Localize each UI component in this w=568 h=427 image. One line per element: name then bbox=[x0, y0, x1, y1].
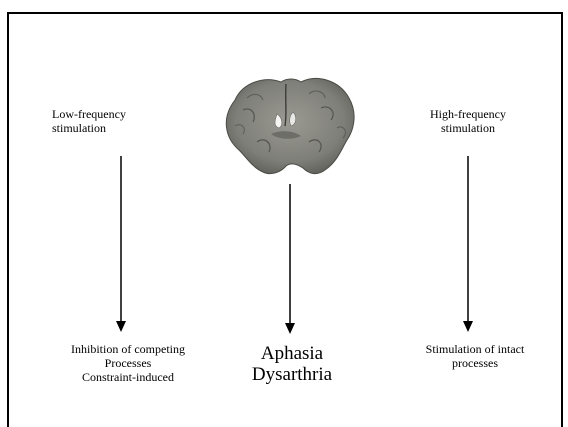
aphasia-dysarthria-label: Aphasia Dysarthria bbox=[232, 343, 352, 385]
center-arrow bbox=[285, 184, 295, 334]
stimulation-intact-label: Stimulation of intact processes bbox=[405, 342, 545, 370]
inhibition-line-2: Processes bbox=[48, 356, 208, 370]
right-arrow bbox=[463, 156, 473, 332]
inhibition-label: Inhibition of competing Processes Constr… bbox=[48, 342, 208, 384]
stimulation-line-2: processes bbox=[405, 356, 545, 370]
aphasia-text: Aphasia bbox=[232, 343, 352, 364]
inhibition-line-1: Inhibition of competing bbox=[48, 342, 208, 356]
dysarthria-text: Dysarthria bbox=[232, 364, 352, 385]
stimulation-line-1: Stimulation of intact bbox=[405, 342, 545, 356]
left-arrow bbox=[116, 156, 126, 332]
inhibition-line-3: Constraint-induced bbox=[48, 370, 208, 384]
